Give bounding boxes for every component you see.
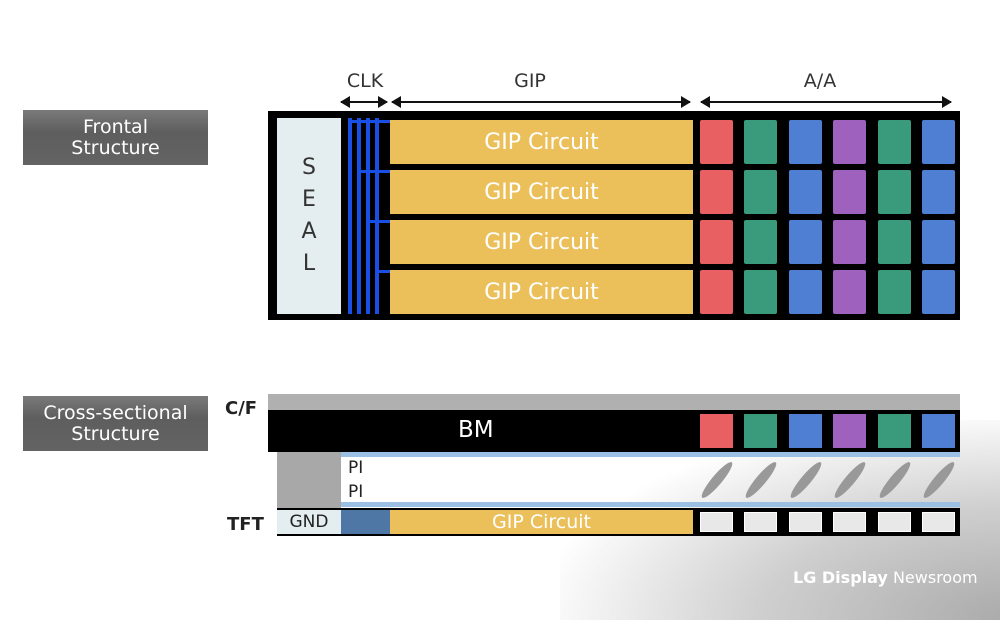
subpixel: [700, 120, 733, 164]
liquid-crystal-molecule: [876, 459, 914, 501]
gip-arrow: [391, 96, 691, 108]
tft-cell: [744, 512, 777, 532]
liquid-crystal-molecule: [698, 459, 736, 501]
tft-cell: [922, 512, 955, 532]
gip-circuit-row: GIP Circuit: [390, 170, 693, 214]
seal-letter: S: [302, 155, 316, 180]
liquid-crystal-molecule: [787, 459, 825, 501]
subpixel: [700, 170, 733, 214]
clk-line-block: [341, 510, 390, 534]
clk-line: [348, 118, 352, 314]
tft-cell: [833, 512, 866, 532]
clk-tap: [357, 170, 390, 173]
tft-cell: [700, 512, 733, 532]
watermark-brand: LG Display: [793, 568, 888, 587]
subpixel: [789, 120, 822, 164]
tft-cell: [878, 512, 911, 532]
subpixel: [878, 120, 911, 164]
seal-gray-block: [277, 452, 341, 510]
clk-arrow: [340, 96, 388, 108]
subpixel: [744, 170, 777, 214]
tft-layer: GND GIP Circuit: [277, 508, 960, 536]
color-filters: [700, 414, 955, 448]
subpixel: [744, 270, 777, 314]
subpixel: [700, 220, 733, 264]
subpixel: [922, 170, 955, 214]
watermark: LG Display Newsroom: [793, 568, 978, 587]
seal-letter: L: [302, 251, 316, 276]
cf-label: C/F: [225, 398, 258, 419]
aa-header: A/A: [803, 70, 837, 92]
color-filter: [833, 414, 866, 448]
subpixel: [878, 170, 911, 214]
clk-line: [357, 118, 361, 314]
cross-sectional-structure-label: Cross-sectional Structure: [23, 396, 208, 451]
tft-gip-label: GIP Circuit: [492, 511, 591, 533]
clk-tap: [375, 270, 390, 273]
subpixel: [833, 120, 866, 164]
seal-letter: A: [301, 219, 317, 244]
cf-glass-layer: [268, 394, 960, 410]
frontal-structure-label: Frontal Structure: [23, 110, 208, 165]
subpixel: [744, 120, 777, 164]
clk-line: [366, 118, 370, 314]
color-filter: [700, 414, 733, 448]
subpixel: [922, 120, 955, 164]
tft-gip-circuit: GIP Circuit: [390, 510, 693, 534]
watermark-suffix: Newsroom: [892, 568, 978, 587]
subpixel: [922, 220, 955, 264]
pi-top-line: [341, 452, 960, 457]
seal-region: S E A L: [277, 118, 341, 314]
subpixel: [744, 220, 777, 264]
subpixel: [878, 270, 911, 314]
clk-lines: [346, 118, 390, 314]
bm-layer: BM: [268, 410, 960, 452]
cross-label-line1: Cross-sectional: [43, 401, 188, 424]
frontal-label-line2: Structure: [71, 136, 160, 159]
color-filter: [744, 414, 777, 448]
subpixel: [922, 270, 955, 314]
pi-label-bottom: PI: [348, 482, 364, 502]
color-filter: [878, 414, 911, 448]
subpixel: [700, 270, 733, 314]
bm-label: BM: [458, 417, 494, 443]
gip-circuit-row: GIP Circuit: [390, 270, 693, 314]
liquid-crystal-molecule: [831, 459, 869, 501]
tft-cells: [700, 512, 955, 532]
subpixel: [833, 170, 866, 214]
seal-letter: E: [302, 187, 316, 212]
color-filter: [789, 414, 822, 448]
gip-header: GIP: [514, 70, 546, 92]
gip-circuit-row: GIP Circuit: [390, 120, 693, 164]
cross-label-line2: Structure: [71, 422, 160, 445]
frontal-label-line1: Frontal: [83, 115, 148, 138]
subpixel: [878, 220, 911, 264]
color-filter: [922, 414, 955, 448]
clk-header: CLK: [346, 70, 384, 92]
clk-line: [375, 118, 379, 314]
liquid-crystal-molecule: [742, 459, 780, 501]
subpixel: [789, 170, 822, 214]
liquid-crystal-molecule: [920, 459, 958, 501]
pi-label-top: PI: [348, 458, 364, 478]
subpixel: [789, 220, 822, 264]
pixel-grid: [700, 118, 955, 314]
subpixel: [833, 220, 866, 264]
gip-circuit-row: GIP Circuit: [390, 220, 693, 264]
tft-cell: [789, 512, 822, 532]
tft-label: TFT: [227, 514, 264, 535]
gnd-block: GND: [277, 510, 341, 534]
liquid-crystal-layer: [698, 457, 960, 503]
subpixel: [833, 270, 866, 314]
gnd-label: GND: [289, 512, 329, 532]
subpixel: [789, 270, 822, 314]
aa-arrow: [700, 96, 952, 108]
pi-bottom-line: [341, 502, 960, 507]
